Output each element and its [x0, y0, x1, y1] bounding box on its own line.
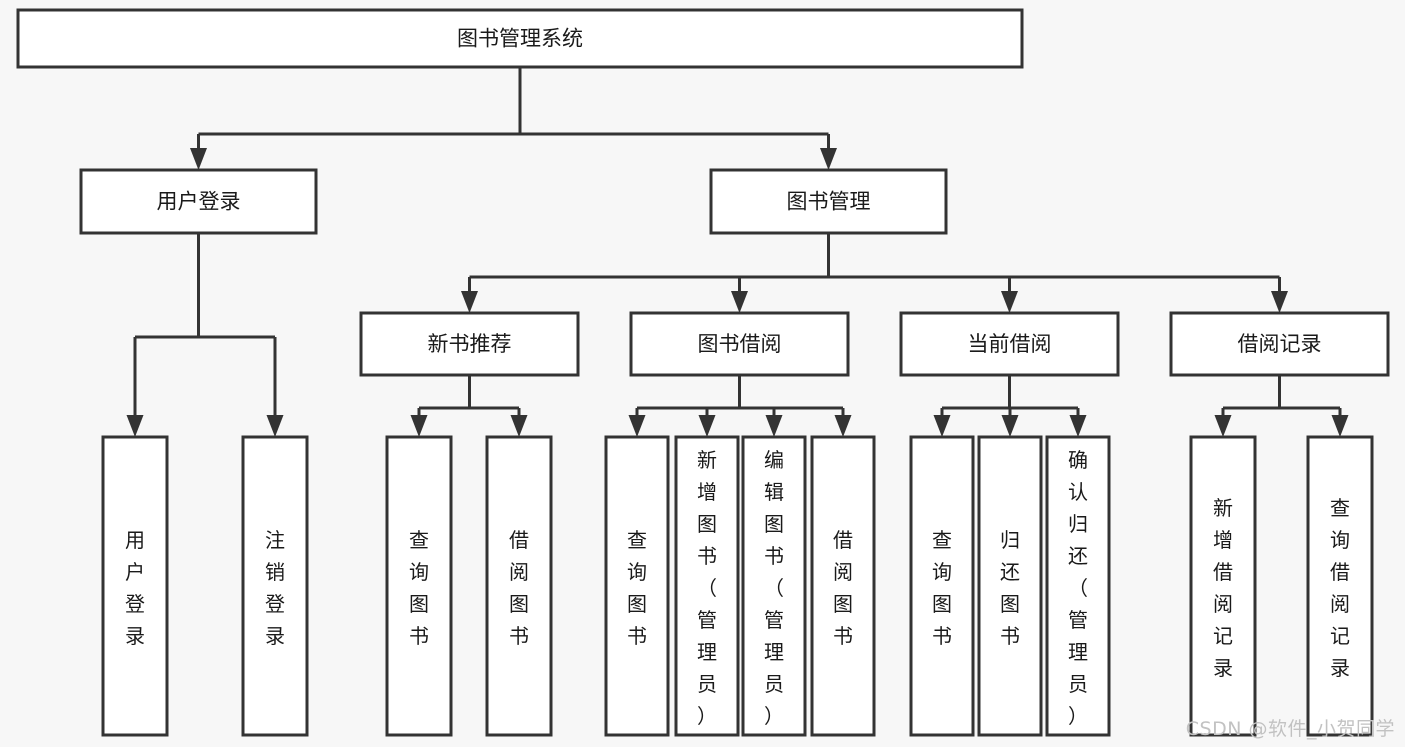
arrow-head-icon: [1271, 291, 1288, 313]
node-box[interactable]: [810, 435, 876, 737]
arrow-head-icon: [834, 415, 852, 437]
node-box[interactable]: [1306, 435, 1374, 737]
connector-layer: [126, 67, 1349, 437]
node-leaf_5[interactable]: 新增图书（管理员）: [674, 435, 740, 737]
arrow-head-icon: [628, 415, 646, 437]
connector-group: [628, 375, 852, 437]
node-label: 借阅图书: [833, 528, 853, 648]
node-label: 新增借阅记录: [1213, 496, 1233, 680]
node-label: 借阅记录: [1238, 332, 1322, 356]
node-leaf_2[interactable]: 查询图书: [385, 435, 453, 737]
connector-group: [461, 233, 1288, 313]
node-label: 查询图书: [627, 528, 647, 648]
node-box[interactable]: [359, 311, 580, 377]
node-root[interactable]: 图书管理系统: [16, 8, 1024, 69]
node-box[interactable]: [909, 435, 975, 737]
node-label: 借阅图书: [509, 528, 529, 648]
arrow-head-icon: [1331, 415, 1349, 437]
node-label: 图书管理: [787, 190, 871, 214]
node-box[interactable]: [741, 435, 807, 737]
connector-group: [126, 233, 284, 437]
node-box[interactable]: [1169, 311, 1390, 377]
node-box[interactable]: [16, 8, 1024, 69]
node-label: 确认归还（管理员）: [1068, 448, 1088, 728]
arrow-head-icon: [190, 148, 207, 170]
connector-group: [1214, 375, 1349, 437]
node-box[interactable]: [101, 435, 169, 737]
node-leaf_4[interactable]: 查询图书: [604, 435, 670, 737]
node-leaf_8[interactable]: 查询图书: [909, 435, 975, 737]
node-label: 用户登录: [157, 190, 241, 214]
connector-group: [410, 375, 528, 437]
arrow-head-icon: [1069, 415, 1087, 437]
node-leaf_12[interactable]: 查询借阅记录: [1306, 435, 1374, 737]
connector-group: [190, 67, 837, 170]
node-box[interactable]: [385, 435, 453, 737]
node-box[interactable]: [241, 435, 309, 737]
watermark-label: CSDN @软件_小贺同学: [1185, 718, 1395, 740]
arrow-head-icon: [731, 291, 748, 313]
node-leaf_7[interactable]: 借阅图书: [810, 435, 876, 737]
node-label: 注销登录: [265, 528, 285, 648]
arrow-head-icon: [933, 415, 951, 437]
node-box[interactable]: [79, 168, 318, 235]
node-leaf_0[interactable]: 用户登录: [101, 435, 169, 737]
node-l3_0[interactable]: 新书推荐: [359, 311, 580, 377]
node-label: 当前借阅: [968, 332, 1052, 356]
node-label: 查询借阅记录: [1330, 496, 1350, 680]
arrow-head-icon: [266, 415, 284, 437]
arrow-head-icon: [461, 291, 478, 313]
arrow-head-icon: [765, 415, 783, 437]
arrow-head-icon: [820, 148, 837, 170]
node-leaf_3[interactable]: 借阅图书: [485, 435, 553, 737]
node-leaf_10[interactable]: 确认归还（管理员）: [1045, 435, 1111, 737]
arrow-head-icon: [698, 415, 716, 437]
node-l2_0[interactable]: 用户登录: [79, 168, 318, 235]
node-box[interactable]: [899, 311, 1120, 377]
connector-group: [933, 375, 1087, 437]
arrow-head-icon: [1214, 415, 1232, 437]
node-label: 查询图书: [932, 528, 952, 648]
node-label: 图书借阅: [698, 332, 782, 356]
node-leaf_6[interactable]: 编辑图书（管理员）: [741, 435, 807, 737]
node-box[interactable]: [629, 311, 850, 377]
arrow-head-icon: [126, 415, 144, 437]
arrow-head-icon: [1001, 291, 1018, 313]
node-label: 编辑图书（管理员）: [764, 448, 784, 728]
node-label: 新增图书（管理员）: [697, 448, 717, 728]
node-l2_1[interactable]: 图书管理: [709, 168, 948, 235]
node-leaf_11[interactable]: 新增借阅记录: [1189, 435, 1257, 737]
node-box[interactable]: [674, 435, 740, 737]
arrow-head-icon: [410, 415, 428, 437]
node-l3_2[interactable]: 当前借阅: [899, 311, 1120, 377]
node-layer: 图书管理系统用户登录图书管理新书推荐图书借阅当前借阅借阅记录用户登录注销登录查询…: [16, 8, 1390, 737]
node-label: 图书管理系统: [457, 27, 583, 51]
node-label: 用户登录: [125, 528, 145, 648]
node-leaf_1[interactable]: 注销登录: [241, 435, 309, 737]
node-l3_1[interactable]: 图书借阅: [629, 311, 850, 377]
node-label: 新书推荐: [428, 332, 512, 356]
node-box[interactable]: [1045, 435, 1111, 737]
node-label: 查询图书: [409, 528, 429, 648]
node-l3_3[interactable]: 借阅记录: [1169, 311, 1390, 377]
node-box[interactable]: [485, 435, 553, 737]
arrow-head-icon: [510, 415, 528, 437]
node-box[interactable]: [604, 435, 670, 737]
arrow-head-icon: [1001, 415, 1019, 437]
node-box[interactable]: [1189, 435, 1257, 737]
node-box[interactable]: [709, 168, 948, 235]
node-box[interactable]: [977, 435, 1043, 737]
node-leaf_9[interactable]: 归还图书: [977, 435, 1043, 737]
node-label: 归还图书: [1000, 528, 1020, 648]
